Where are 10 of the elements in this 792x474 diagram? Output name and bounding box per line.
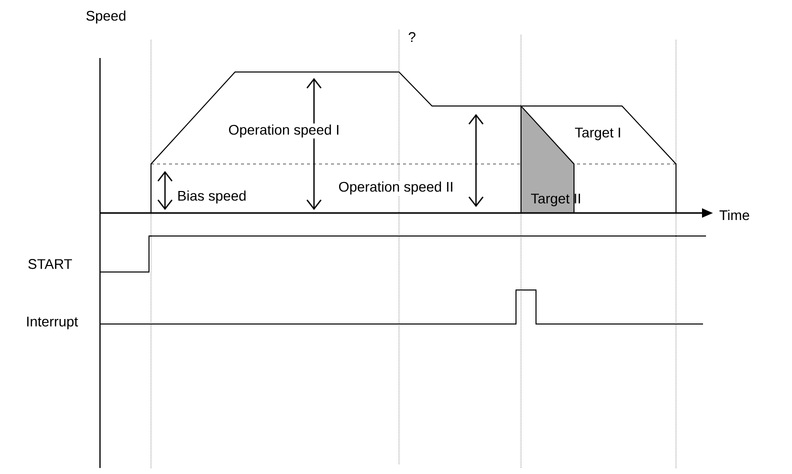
speed-label: Bias speed (178, 190, 246, 204)
target-label: Target I (574, 128, 620, 140)
signal-label: START (28, 259, 72, 269)
speed-label: Operation speed II (337, 180, 455, 196)
axis-label: Time (720, 210, 750, 220)
target-label: Target II (531, 194, 580, 206)
question-mark: ? (408, 32, 416, 42)
speed-label: Operation speed I (227, 123, 341, 139)
axis-label: Speed (86, 10, 126, 24)
signal-label: Interrupt (27, 316, 78, 330)
